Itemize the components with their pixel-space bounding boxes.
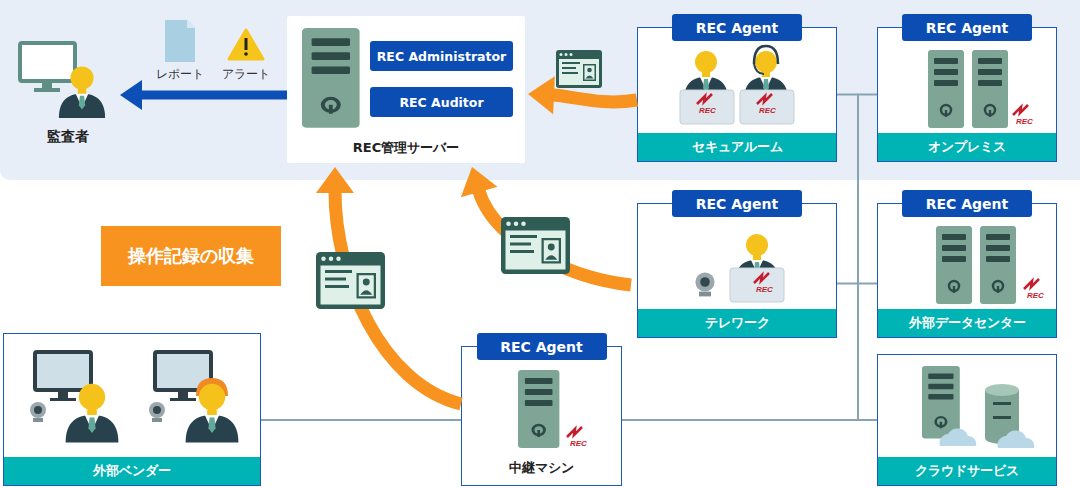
node-text: 監査者 xyxy=(15,128,120,146)
agent-tab: REC Agent xyxy=(672,14,802,41)
node-text: 操作記録の収集 xyxy=(128,244,254,268)
connector-line xyxy=(335,191,461,404)
footer-bar: クラウドサービス xyxy=(878,457,1056,485)
relay-panel: REC Agent中継マシン xyxy=(461,346,622,486)
footer-bar: オンプレミス xyxy=(878,133,1056,161)
connector-line xyxy=(622,95,877,421)
module-button: REC Auditor xyxy=(370,87,513,117)
agent-tab: REC Agent xyxy=(477,333,607,360)
network-line xyxy=(622,95,858,421)
telework-icons xyxy=(695,234,784,302)
node-text: REC Auditor xyxy=(399,95,483,110)
site-panel: クラウドサービス xyxy=(877,354,1057,486)
collect-arrow xyxy=(461,167,631,285)
connector-line xyxy=(622,419,877,421)
connector-line xyxy=(140,91,287,100)
network-line xyxy=(622,95,877,421)
auditor-node: 監査者 xyxy=(15,38,120,146)
connector-line xyxy=(552,95,637,102)
agent-panel: REC Agentテレワーク xyxy=(637,203,837,338)
datacenter-servers xyxy=(936,226,1039,304)
auditor-icon xyxy=(20,43,105,118)
arrow-head xyxy=(316,167,354,193)
connector-line xyxy=(479,190,631,285)
agent-tab: REC Agent xyxy=(902,190,1032,217)
network-line xyxy=(622,284,877,421)
capture-icons xyxy=(316,50,602,309)
connector-line xyxy=(261,419,461,421)
agent-panel: REC Agentオンプレミス xyxy=(877,27,1057,162)
collect-arrow xyxy=(316,167,461,404)
arrow-head xyxy=(461,167,498,197)
arrow-head xyxy=(120,80,142,110)
report-icon xyxy=(165,20,195,62)
network-line xyxy=(261,420,461,421)
network-line xyxy=(622,284,858,421)
collect-arrow xyxy=(528,76,637,114)
arrow-head xyxy=(528,76,555,114)
agent-panel: REC Agent外部データセンター xyxy=(877,203,1057,338)
node-text: REC管理サーバー xyxy=(287,139,525,157)
agent-tab: REC Agent xyxy=(672,190,802,217)
server-icon xyxy=(302,28,360,128)
server-box: REC管理サーバー REC AdministratorREC Auditor xyxy=(287,16,525,163)
node-text: 中継マシン xyxy=(462,459,621,477)
agent-tab: REC Agent xyxy=(902,14,1032,41)
footer-bar: テレワーク xyxy=(638,309,836,337)
on-premise-servers xyxy=(928,50,1028,128)
node-text: REC Administrator xyxy=(377,49,507,64)
cloud-icons xyxy=(922,366,1034,448)
agent-panel: REC Agentセキュアルーム xyxy=(637,27,837,162)
module-button: REC Administrator xyxy=(370,41,513,71)
vendor-icons xyxy=(30,352,238,443)
footer-bar: 外部ベンダー xyxy=(4,457,260,485)
alert-icon xyxy=(229,30,263,59)
network-line xyxy=(622,420,877,421)
site-panel: 外部ベンダー xyxy=(3,333,261,486)
process-label: 操作記録の収集 xyxy=(101,226,281,286)
icon-label: レポート xyxy=(156,66,204,83)
icon-label: アラート xyxy=(222,66,270,83)
secure-room-icons xyxy=(680,46,794,124)
relay-server xyxy=(518,370,582,448)
report-arrow xyxy=(120,80,287,110)
connector-line xyxy=(622,284,877,421)
connector-line xyxy=(622,284,858,421)
connector-line xyxy=(622,95,858,421)
footer-bar: 外部データセンター xyxy=(878,309,1056,337)
footer-bar: セキュアルーム xyxy=(638,133,836,161)
